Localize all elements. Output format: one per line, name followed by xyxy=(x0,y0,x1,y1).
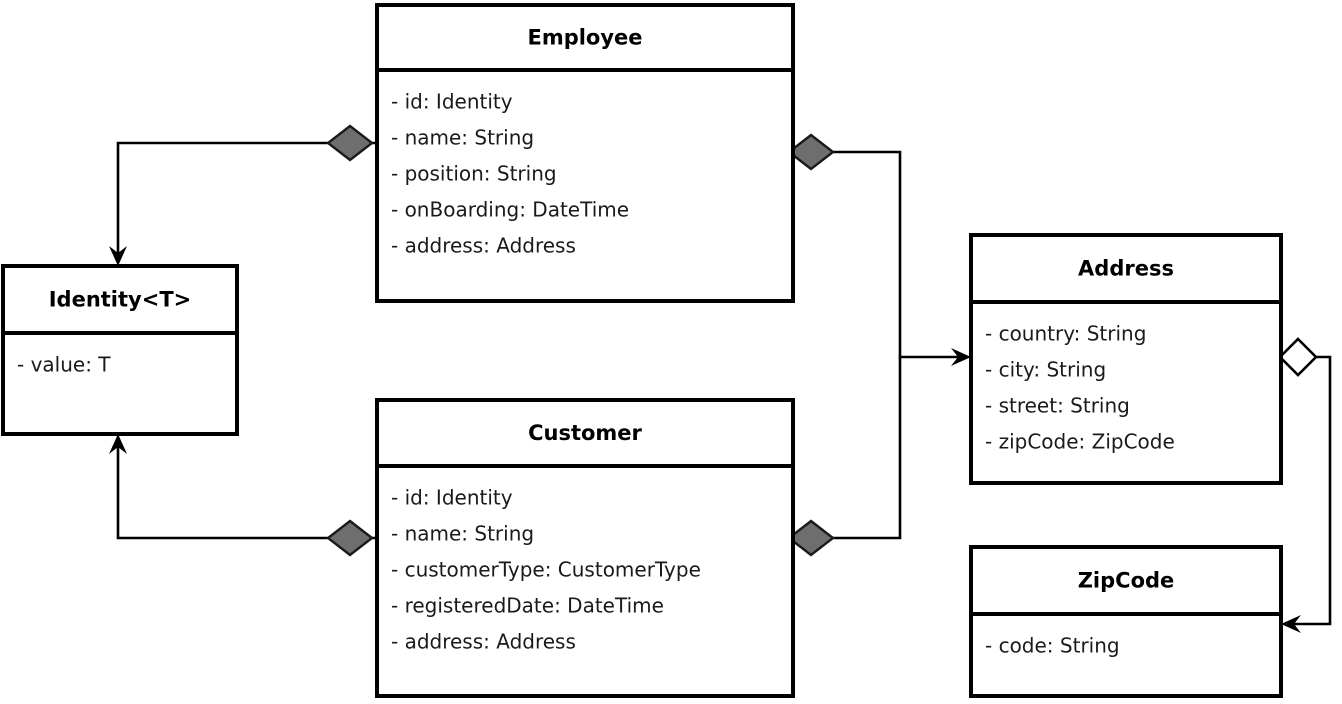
class-attribute-label: - onBoarding: DateTime xyxy=(391,198,629,222)
arrow-head-icon xyxy=(109,434,127,454)
class-box-outline xyxy=(969,545,1283,698)
class-attribute-label: - address: Address xyxy=(391,234,576,258)
relationship-employee-address[interactable] xyxy=(787,133,971,366)
class-attribute-label: - code: String xyxy=(985,634,1120,658)
class-attribute-label: - name: String xyxy=(391,522,534,546)
class-name-label: Customer xyxy=(528,421,642,445)
composition-diamond-icon xyxy=(787,519,835,557)
class-attribute-label: - position: String xyxy=(391,162,557,186)
class-box-outline xyxy=(375,398,795,698)
class-attribute-label: - customerType: CustomerType xyxy=(391,558,701,582)
class-attribute-label: - name: String xyxy=(391,126,534,150)
relationship-line xyxy=(1287,355,1332,626)
class-box-identity[interactable]: Identity<T> - value: T xyxy=(1,264,239,436)
arrow-head-icon xyxy=(951,348,971,366)
class-attribute-label: - id: Identity xyxy=(391,90,513,114)
class-box-employee[interactable]: Employee - id: Identity - name: String - po… xyxy=(375,3,795,303)
relationship-line xyxy=(791,355,902,540)
class-box-customer[interactable]: Customer - id: Identity - name: String - cu… xyxy=(375,398,795,698)
class-attribute-label: - value: T xyxy=(17,353,111,377)
relationship-line xyxy=(116,440,379,540)
class-box-address[interactable]: Address - country: String - city: String - … xyxy=(969,233,1283,485)
composition-diamond-icon xyxy=(326,519,374,557)
relationship-employee-identity[interactable] xyxy=(109,124,379,266)
class-attribute-label: - address: Address xyxy=(391,630,576,654)
class-attribute-label: - city: String xyxy=(985,358,1106,382)
class-attribute-label: - country: String xyxy=(985,322,1146,346)
composition-diamond-icon xyxy=(787,133,835,171)
class-attribute-label: - id: Identity xyxy=(391,486,513,510)
class-attribute-label: - zipCode: ZipCode xyxy=(985,430,1175,454)
relationship-customer-address[interactable] xyxy=(787,355,902,557)
class-box-outline xyxy=(1,264,239,436)
relationship-line xyxy=(116,141,379,260)
arrow-head-icon xyxy=(109,246,127,266)
relationship-line xyxy=(791,150,965,359)
relationship-customer-identity[interactable] xyxy=(109,434,379,557)
class-attribute-label: - street: String xyxy=(985,394,1130,418)
class-box-zipcode[interactable]: ZipCode - code: String xyxy=(969,545,1283,698)
relationship-address-zipcode[interactable] xyxy=(1278,337,1332,633)
class-attribute-label: - registeredDate: DateTime xyxy=(391,594,664,618)
aggregation-diamond-icon xyxy=(1278,337,1318,377)
class-name-label: Employee xyxy=(527,26,642,50)
composition-diamond-icon xyxy=(326,124,374,162)
class-box-outline xyxy=(375,3,795,303)
class-name-label: Identity<T> xyxy=(49,288,192,312)
arrow-head-icon xyxy=(1281,615,1301,633)
relationships-layer xyxy=(109,124,1332,633)
classes-layer: Employee - id: Identity - name: String - po… xyxy=(1,3,1283,698)
class-name-label: ZipCode xyxy=(1078,569,1175,593)
class-name-label: Address xyxy=(1078,257,1174,281)
class-box-outline xyxy=(969,233,1283,485)
